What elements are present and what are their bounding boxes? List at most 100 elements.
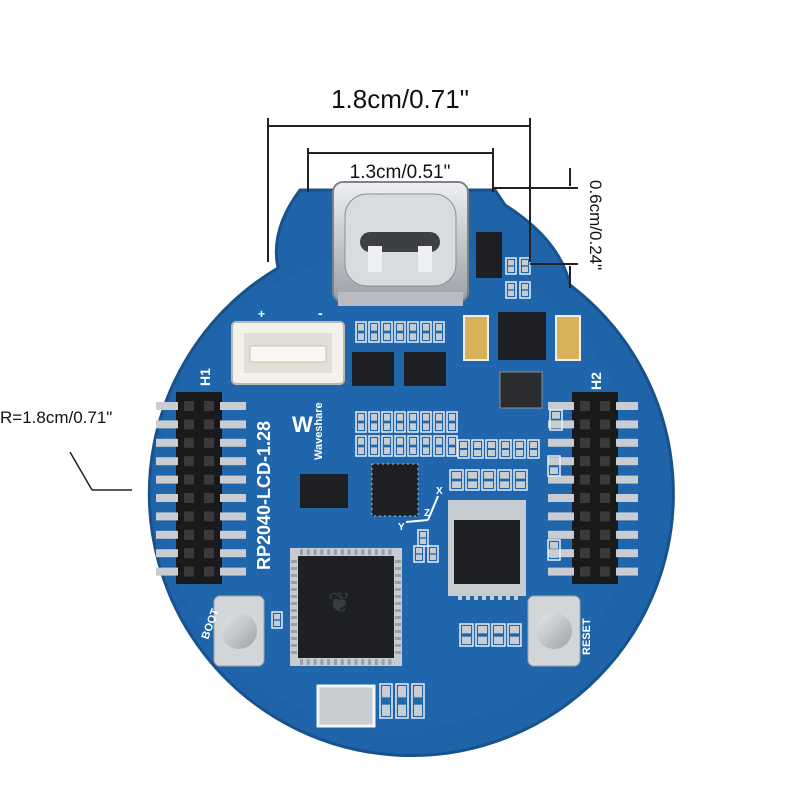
- header-hole: [600, 548, 610, 559]
- header-pin: [156, 420, 178, 429]
- smd-component: [449, 469, 464, 491]
- header-pin: [548, 567, 574, 576]
- header-hole: [204, 437, 214, 448]
- pin-minus-label: -: [318, 305, 323, 321]
- header-pin: [548, 494, 574, 502]
- smd-component: [513, 469, 528, 491]
- header-hole: [184, 456, 194, 467]
- header-hole: [204, 493, 214, 503]
- header-pin: [220, 475, 246, 484]
- smd-component: [497, 469, 512, 491]
- smd-component: [394, 411, 406, 433]
- smd-component: [420, 411, 432, 433]
- header-hole: [184, 529, 194, 540]
- radius-label: R=1.8cm/0.71": [0, 408, 112, 427]
- header-hole: [204, 548, 214, 559]
- smd-component: [485, 439, 498, 459]
- axis-x-label: X: [436, 486, 443, 497]
- header-hole: [600, 529, 610, 540]
- smd-component: [433, 411, 445, 433]
- smd-component: [519, 281, 531, 299]
- smd-component: [381, 411, 393, 433]
- smd-component: [394, 435, 406, 457]
- header-pin: [548, 420, 574, 429]
- header-hole: [600, 566, 610, 577]
- header-pin: [156, 530, 178, 539]
- transistor-2: [404, 352, 446, 386]
- header-pin: [616, 420, 638, 429]
- axis-z-label: Z: [424, 508, 430, 519]
- header-pin: [548, 438, 574, 447]
- header-hole: [184, 419, 194, 430]
- capacitor-1: [463, 315, 489, 361]
- header-pin: [156, 494, 178, 502]
- header-pin: [548, 530, 574, 539]
- dimension-radius-leader: [69, 451, 132, 491]
- header-hole: [184, 511, 194, 522]
- header-pin: [616, 402, 638, 410]
- boot-button: [213, 595, 265, 667]
- smd-components: [271, 257, 563, 719]
- header-hole: [580, 419, 590, 430]
- flash-chip: [448, 500, 526, 600]
- smd-component: [459, 623, 474, 647]
- svg-text:❦: ❦: [328, 586, 351, 619]
- smd-component: [407, 321, 419, 343]
- header-pin: [156, 567, 178, 576]
- header-pin: [220, 494, 246, 502]
- smd-component: [355, 435, 367, 457]
- smd-component: [519, 257, 531, 275]
- waveshare-logo-icon: W: [292, 412, 313, 437]
- ic-regulator: [498, 312, 546, 360]
- header-pin: [220, 567, 246, 576]
- header-pin: [156, 549, 178, 558]
- rp2040-chip: ❦: [290, 548, 402, 666]
- ic-small: [300, 474, 348, 508]
- header-h2: [548, 392, 638, 584]
- header-pin: [156, 457, 178, 466]
- header-hole: [600, 401, 610, 411]
- board-name-label: RP2040-LCD-1.28: [254, 421, 274, 570]
- smd-component: [355, 411, 367, 433]
- smd-component: [446, 435, 458, 457]
- header-pin: [220, 530, 246, 539]
- smd-component: [446, 411, 458, 433]
- battery-connector: + -: [231, 305, 345, 385]
- smd-component: [271, 611, 283, 629]
- smd-component: [433, 435, 445, 457]
- smd-component: [465, 469, 480, 491]
- header-pin: [616, 475, 638, 484]
- header-hole: [600, 511, 610, 522]
- smd-component: [505, 257, 517, 275]
- smd-component: [547, 455, 561, 477]
- header-pin: [548, 457, 574, 466]
- header-hole: [204, 511, 214, 522]
- header-h2-label: H2: [588, 372, 604, 390]
- smd-component: [381, 435, 393, 457]
- header-pin: [616, 494, 638, 502]
- header-hole: [580, 529, 590, 540]
- reset-label: RESET: [581, 618, 593, 655]
- header-hole: [184, 401, 194, 411]
- header-hole: [600, 456, 610, 467]
- smd-component: [407, 411, 419, 433]
- reset-button: [527, 595, 581, 667]
- smd-component: [513, 439, 526, 459]
- header-hole: [184, 474, 194, 485]
- header-hole: [600, 493, 610, 503]
- header-hole: [580, 437, 590, 448]
- header-pin: [616, 567, 638, 576]
- smd-component: [411, 683, 425, 719]
- header-hole: [204, 456, 214, 467]
- header-hole: [204, 529, 214, 540]
- smd-component: [475, 623, 490, 647]
- smd-component: [491, 623, 506, 647]
- dimension-usb-height: [493, 168, 578, 288]
- header-pin: [220, 457, 246, 466]
- header-pin: [156, 402, 178, 410]
- smd-component: [368, 321, 380, 343]
- header-pin: [548, 512, 574, 521]
- smd-component: [549, 409, 563, 431]
- smd-component: [499, 439, 512, 459]
